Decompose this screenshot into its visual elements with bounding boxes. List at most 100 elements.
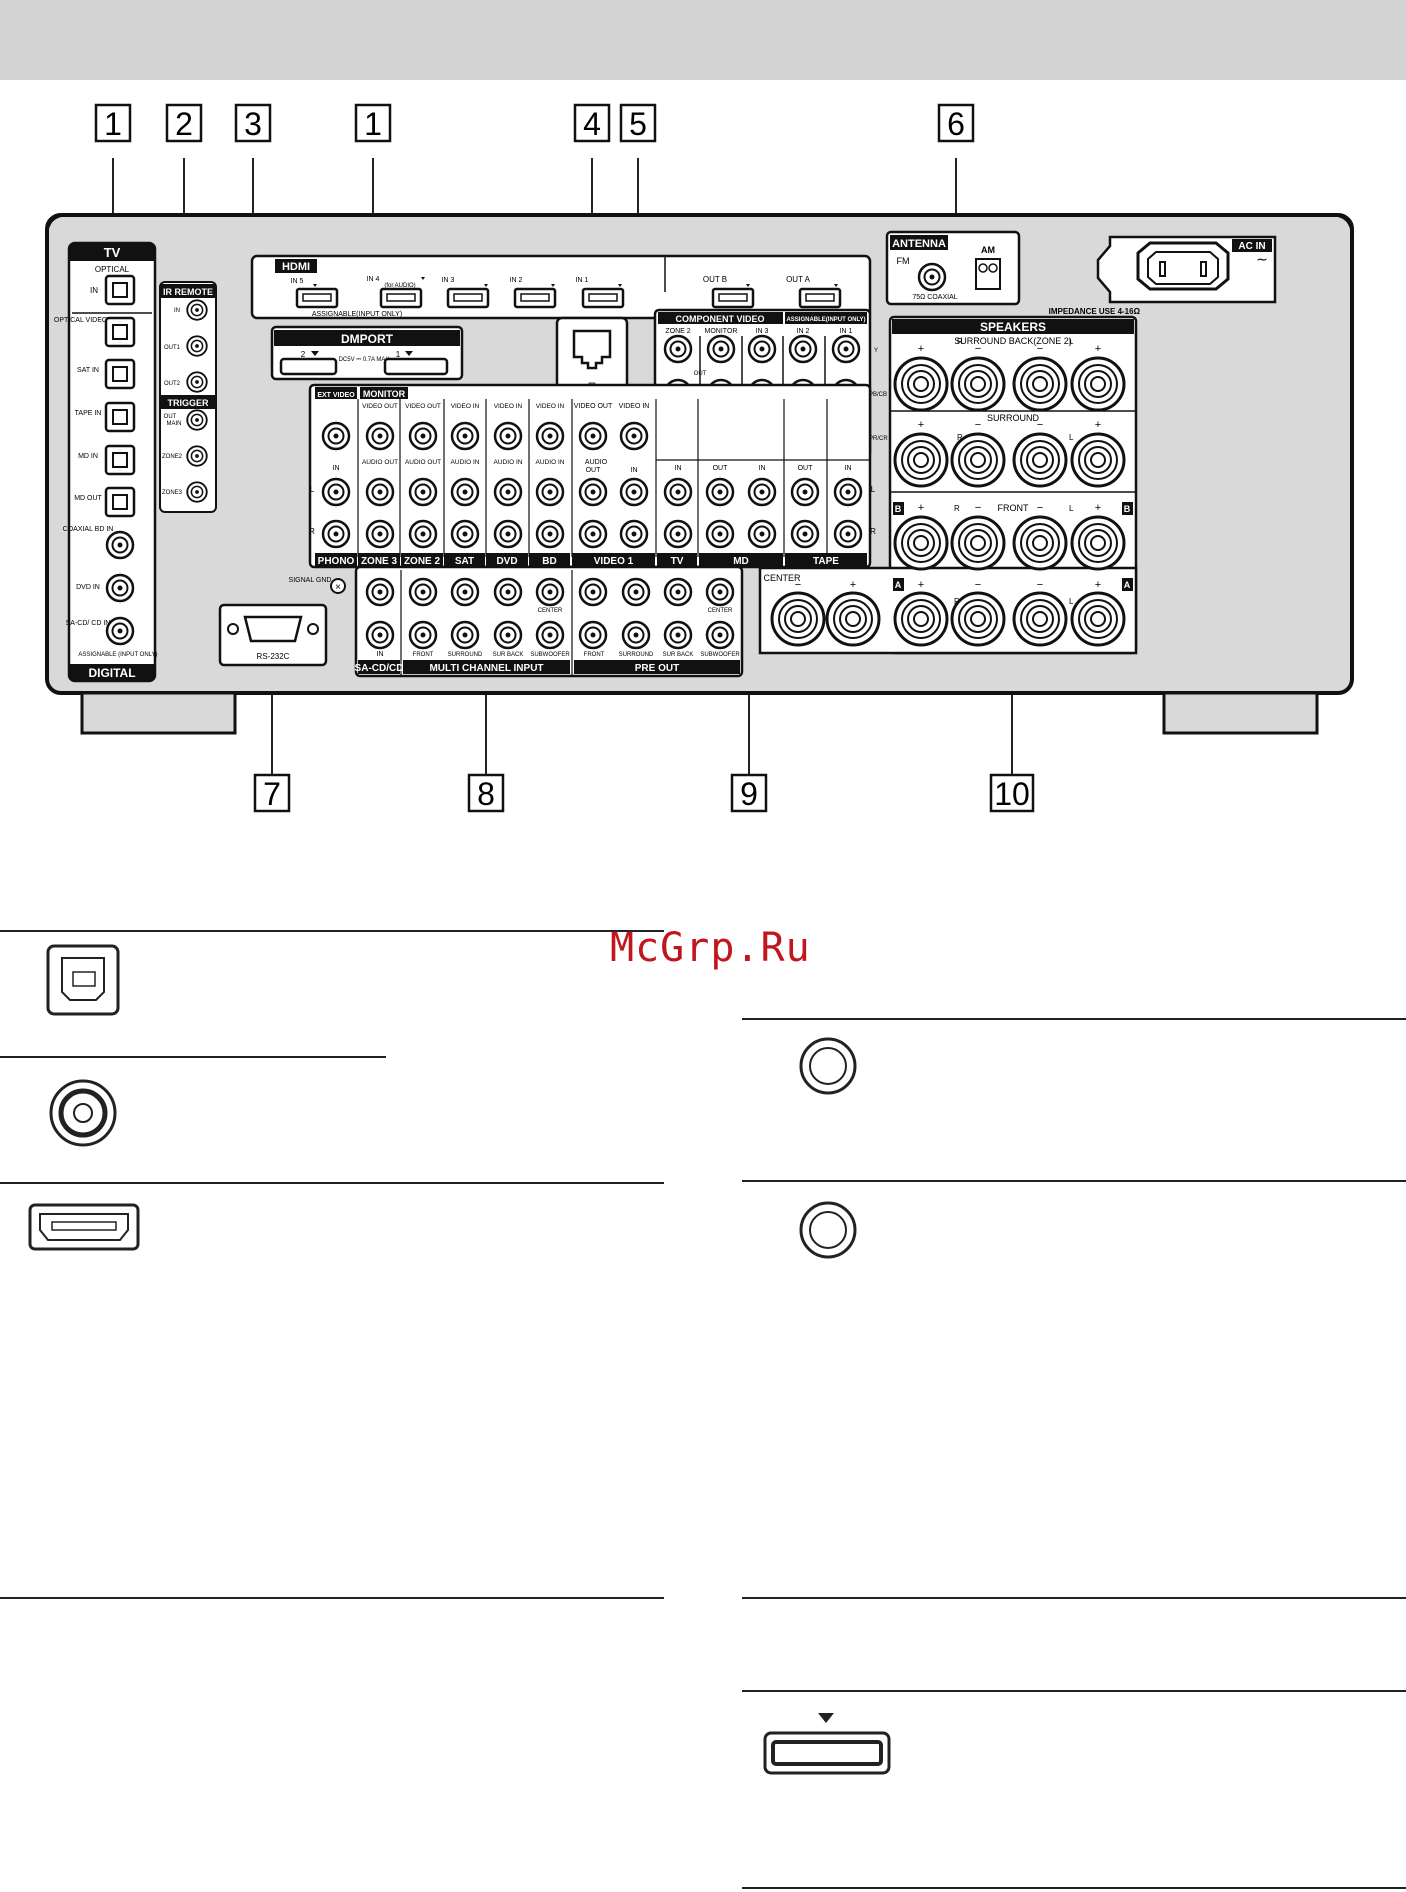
callout-number-9: 8 xyxy=(477,776,495,812)
bottom-label-bg-preout xyxy=(574,660,740,674)
dmport-label: DMPORT xyxy=(341,332,394,346)
ir-remote-trigger-group: IR REMOTE IN OUT1 OUT2 TRIGGER OUT MAIN … xyxy=(159,281,217,513)
tape-l-label: L xyxy=(871,485,876,494)
source-label-bg-zone3 xyxy=(358,553,400,567)
ir-out1-label: OUT1 xyxy=(164,345,181,351)
hdmi-outa-label: OUT A xyxy=(786,275,811,284)
speaker-a-label-right: A xyxy=(1124,580,1131,590)
coaxial-connector-icon xyxy=(49,1079,117,1147)
dmport-2-label: 2 xyxy=(301,350,306,359)
source-label-bg-zone2 xyxy=(401,553,443,567)
mci-center-label: CENTER xyxy=(538,608,563,614)
terminal-sign: + xyxy=(918,502,924,514)
hdmi-in2-label: IN 2 xyxy=(510,277,523,284)
terminal-sign: − xyxy=(975,579,981,591)
video1-audio-out-label: OUT xyxy=(586,467,602,474)
mci-front-label: FRONT xyxy=(413,652,434,658)
terminal-sign: − xyxy=(1037,502,1043,514)
antenna-group: ANTENNA FM 75Ω COAXIAL AM xyxy=(885,230,1021,306)
impedance-label: IMPEDANCE USE 4-16Ω xyxy=(1049,307,1141,316)
rs232c-label: RS-232C xyxy=(257,652,290,661)
callout-number-3: 3 xyxy=(244,106,262,142)
col-label-video_in: VIDEO IN xyxy=(494,403,523,410)
source-label-bg-phono xyxy=(315,553,357,567)
rule-right-4 xyxy=(742,1690,1406,1692)
hdmi-in3-label: IN 3 xyxy=(442,277,455,284)
speaker-b-label: B xyxy=(895,504,902,514)
source-label-bg-tape xyxy=(785,553,867,567)
terminal-sign: − xyxy=(975,502,981,514)
source-label-bg-tv xyxy=(657,553,697,567)
callout-box-4 xyxy=(354,103,392,143)
sacd-in-label: IN xyxy=(377,651,384,658)
trigger-main-label: MAIN xyxy=(167,421,182,427)
fm-label: FM xyxy=(897,256,910,266)
tape-r-label: R xyxy=(870,527,876,536)
md-out-label: MD OUT xyxy=(74,495,102,502)
front-l-label: L xyxy=(1069,504,1074,513)
center-speaker-label: CENTER xyxy=(763,573,801,583)
optical-video1-label: OPTICAL VIDEO 1 IN xyxy=(54,317,122,324)
speaker-terminals-group: IMPEDANCE USE 4-16Ω SPEAKERS SURROUND BA… xyxy=(758,307,1141,655)
terminal-sign: + xyxy=(1095,502,1101,514)
terminal-sign: + xyxy=(1095,343,1101,355)
col-label-audio_in: AUDIO IN xyxy=(494,459,523,466)
hdmi-group: HDMI IN 5 IN 4 (for AUDIO) IN 3 IN 2 IN … xyxy=(250,254,872,320)
callout-box-1 xyxy=(94,103,132,143)
md-out-label: OUT xyxy=(713,465,729,472)
callout-box-3 xyxy=(234,103,272,143)
col-label-video_out: VIDEO OUT xyxy=(362,403,398,410)
bottom-label-multi: MULTI CHANNEL INPUT xyxy=(429,663,543,674)
source-label-bg-bd xyxy=(529,553,570,567)
hdmi-for-audio-label: (for AUDIO) xyxy=(384,283,415,289)
callout-number-11: 10 xyxy=(994,776,1030,812)
rca-jack-icon-2 xyxy=(799,1201,857,1259)
mci-sur-back-label: SUR BACK xyxy=(493,652,524,658)
dmport-connector-icon xyxy=(763,1713,891,1775)
ir-out2-label: OUT2 xyxy=(164,381,181,387)
trigger-zone2-label: ZONE2 xyxy=(162,454,183,460)
tape-in-label: TAPE IN xyxy=(75,410,102,417)
hdmi-in1-label: IN 1 xyxy=(576,277,589,284)
source-label-zone3: ZONE 3 xyxy=(361,556,398,567)
source-label-sat: SAT xyxy=(455,556,474,567)
col-label-audio_in: AUDIO IN xyxy=(536,459,565,466)
col-label-video_in: VIDEO IN xyxy=(451,403,480,410)
tape-in-label: IN xyxy=(845,465,852,472)
callout-box-11 xyxy=(989,773,1035,813)
antenna-label: ANTENNA xyxy=(892,238,946,250)
terminal-sign: + xyxy=(850,579,856,591)
speakers-label: SPEAKERS xyxy=(980,320,1046,334)
sur-l-label: L xyxy=(1069,433,1074,442)
ext-video-label: EXT VIDEO xyxy=(317,392,355,399)
trigger-zone3-label: ZONE3 xyxy=(162,490,183,496)
video1-audio-label: AUDIO xyxy=(585,459,608,466)
source-label-zone2: ZONE 2 xyxy=(404,556,441,567)
hdmi-assignable-label: ASSIGNABLE(INPUT ONLY) xyxy=(312,311,402,318)
callout-number-10: 9 xyxy=(740,776,758,812)
terminal-sign: − xyxy=(1037,579,1043,591)
callout-number-4: 1 xyxy=(364,106,382,142)
foot-left xyxy=(80,691,237,735)
trigger-label: TRIGGER xyxy=(167,398,209,408)
hdmi-label: HDMI xyxy=(282,261,310,273)
terminal-sign: + xyxy=(918,419,924,431)
trigger-out-label: OUT xyxy=(164,414,177,420)
sur-r-label: R xyxy=(957,433,963,442)
mci-surround-label: SURROUND xyxy=(448,652,483,658)
phono-r-label: R xyxy=(309,527,315,536)
video1-video-out-label: VIDEO OUT xyxy=(574,403,613,410)
source-label-bg-md xyxy=(699,553,783,567)
dmport-dc-label: DC5V ⎓ 0.7A MAX xyxy=(339,357,390,363)
callout-box-5 xyxy=(573,103,611,143)
pre-center-label: CENTER xyxy=(708,608,733,614)
front-r-label: R xyxy=(954,504,960,513)
callout-box-10 xyxy=(730,773,768,813)
usb-b-connector-icon xyxy=(46,944,120,1016)
callout-number-8: 7 xyxy=(263,776,281,812)
callout-box-8 xyxy=(253,773,291,813)
watermark: McGrp.Ru xyxy=(610,925,811,971)
col-label-audio_out: AUDIO OUT xyxy=(405,459,441,466)
front-a-l-label: L xyxy=(1069,597,1074,606)
